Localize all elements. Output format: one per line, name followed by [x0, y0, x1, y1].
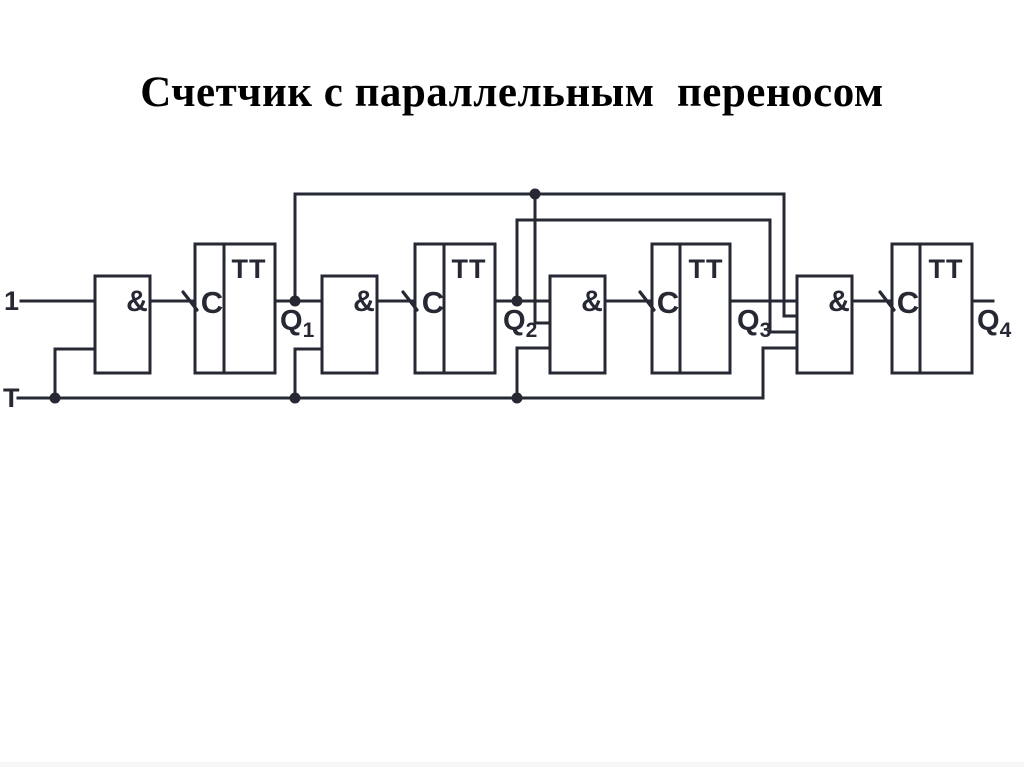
- stage-1: & C TT Q1: [93, 242, 315, 375]
- page-title: Счетчик с параллельным переносом: [140, 69, 884, 116]
- junction-dot: [511, 295, 523, 307]
- and-gate-1: [93, 274, 152, 375]
- junction-dot: [289, 392, 301, 404]
- wire-t-branch-1: [53, 347, 97, 400]
- input-label-t: T: [3, 383, 20, 413]
- clock-edge-marker-icon: [181, 290, 199, 312]
- output-label-q3: Q3: [737, 305, 771, 342]
- flip-flop-1-type-label: TT: [232, 254, 267, 284]
- flip-flop-3-clock-label: C: [657, 285, 679, 320]
- output-label-q4: Q4: [977, 305, 1012, 342]
- and-gate-3-label: &: [581, 285, 603, 318]
- input-label-1: 1: [4, 286, 19, 316]
- and-gate-2: [320, 274, 379, 375]
- flip-flop-3: [650, 242, 732, 375]
- flip-flop-4-clock-label: C: [897, 285, 919, 320]
- wires: [16, 192, 995, 400]
- stage-4: & C TT Q4: [795, 242, 1012, 375]
- junction-dot: [49, 392, 61, 404]
- and-gate-4-label: &: [828, 285, 850, 318]
- flip-flop-4-type-label: TT: [929, 254, 964, 284]
- clock-edge-marker-icon: [638, 290, 656, 312]
- flip-flop-3-type-label: TT: [689, 254, 724, 284]
- and-gate-2-label: &: [353, 285, 375, 318]
- slide-bottom-edge: [0, 762, 1024, 767]
- wire-t-branch-3: [515, 346, 552, 400]
- wire-t-branch-4: [761, 346, 799, 400]
- flip-flop-2-type-label: TT: [452, 254, 487, 284]
- wire-q1-carry-bus: [293, 192, 799, 318]
- stage-3: & C TT Q3: [548, 242, 771, 375]
- and-gate-3: [548, 274, 607, 375]
- clock-edge-marker-icon: [401, 290, 419, 312]
- clock-edge-marker-icon: [878, 290, 896, 312]
- wire-t-branch-2: [293, 347, 324, 400]
- stage-2: & C TT Q2: [320, 242, 537, 375]
- output-label-q2: Q2: [503, 305, 537, 342]
- and-gate-4: [795, 274, 854, 375]
- and-gate-1-label: &: [126, 285, 148, 318]
- output-label-q1: Q1: [280, 305, 315, 342]
- wire-q1-carry-branch: [533, 192, 552, 325]
- junction-dots: [49, 188, 541, 404]
- junction-dot: [529, 188, 541, 200]
- flip-flop-1-clock-label: C: [201, 285, 223, 320]
- flip-flop-2-clock-label: C: [422, 285, 444, 320]
- junction-dot: [289, 295, 301, 307]
- junction-dot: [511, 392, 523, 404]
- flip-flop-2: [413, 242, 497, 375]
- wire-q2-carry-bus: [515, 218, 799, 334]
